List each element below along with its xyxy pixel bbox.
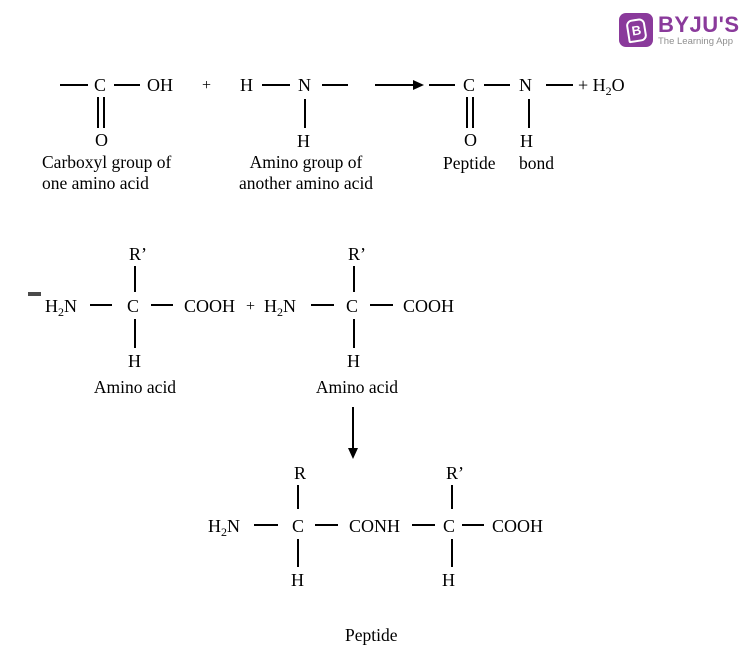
product-carbon: C [463, 75, 476, 95]
aa2-hydrogen: H [347, 351, 360, 371]
peptide-product-caption: Peptide [345, 625, 398, 645]
aa1-hydrogen: H [128, 351, 141, 371]
amino-caption-line1: Amino group of [249, 152, 363, 172]
single-bond [353, 319, 355, 348]
byjus-logo-icon: B [619, 13, 653, 47]
single-bond [134, 266, 136, 292]
single-bond [451, 539, 453, 567]
carboxyl-caption-line1: Carboxyl group of [42, 152, 172, 172]
down-arrow-head-icon [348, 448, 358, 459]
aa2-h2n-n: N [283, 296, 296, 316]
plus-sign: + [202, 77, 212, 94]
product-oxygen: O [464, 130, 477, 150]
aa2-h2n-group: H2N [264, 296, 296, 319]
carboxyl-oxygen: O [95, 130, 108, 150]
byjus-logo-letter: B [624, 17, 648, 43]
peptide-h2n-h: H [208, 516, 221, 536]
aa1-h2n-h: H [45, 296, 58, 316]
single-bond [315, 524, 338, 526]
aa1-h2n-n: N [64, 296, 77, 316]
byjus-brand-name: BYJU'S [658, 12, 740, 37]
aa2-cooh-group: COOH [403, 296, 455, 316]
aa2-alpha-carbon: C [346, 296, 359, 316]
peptide-r-right: R’ [446, 463, 464, 483]
plus-sign: + [246, 298, 256, 315]
single-bond [429, 84, 455, 86]
carboxyl-oh: OH [147, 75, 173, 95]
single-bond [60, 84, 88, 86]
peptide-h2n-subscript: 2 [221, 525, 227, 539]
double-bond [97, 97, 105, 128]
single-bond [546, 84, 573, 86]
peptide-hydrogen-2: H [442, 570, 455, 590]
aa2-caption: Amino acid [315, 377, 399, 397]
single-bond [254, 524, 278, 526]
single-bond [353, 266, 355, 292]
water-molecule: + H2O [578, 75, 625, 98]
water-subscript: 2 [605, 84, 612, 98]
peptide-h2n-group: H2N [208, 516, 240, 539]
aa1-r-group: R’ [129, 244, 147, 264]
water-plus-h: + H [578, 75, 606, 95]
single-bond [151, 304, 173, 306]
aa1-h2n-group: H2N [45, 296, 77, 319]
single-bond [462, 524, 484, 526]
single-bond [262, 84, 290, 86]
amino-caption-line2: another amino acid [238, 173, 374, 193]
double-bond [466, 97, 474, 128]
single-bond [412, 524, 435, 526]
water-oxygen: O [611, 75, 625, 95]
aa1-h2n-subscript: 2 [58, 305, 64, 319]
aa1-alpha-carbon: C [127, 296, 140, 316]
peptide-hydrogen-1: H [291, 570, 304, 590]
aa1-cooh-group: COOH [184, 296, 236, 316]
carboxyl-caption: Carboxyl group of one amino acid [42, 152, 171, 194]
aa2-h2n-subscript: 2 [277, 305, 283, 319]
aa2-h2n-h: H [264, 296, 277, 316]
single-bond [322, 84, 348, 86]
single-bond [114, 84, 140, 86]
amino-hydrogen-below: H [297, 131, 310, 151]
aa2-r-group: R’ [348, 244, 366, 264]
byjus-tagline: The Learning App [658, 36, 734, 47]
aa1-caption: Amino acid [93, 377, 177, 397]
down-arrow-icon [352, 407, 354, 449]
amino-caption: Amino group of another amino acid [227, 152, 385, 194]
product-nitrogen: N [519, 75, 532, 95]
bond-caption: bond [519, 153, 554, 173]
peptide-carbon-1: C [292, 516, 305, 536]
single-bond [528, 99, 530, 128]
byjus-logo: B BYJU'S The Learning App [619, 13, 740, 47]
byjus-logo-text: BYJU'S The Learning App [658, 13, 740, 47]
single-bond [134, 319, 136, 348]
carboxyl-caption-line2: one amino acid [42, 173, 149, 193]
right-arrow-icon [375, 84, 415, 86]
peptide-conh-group: CONH [349, 516, 401, 536]
superscript-dash [28, 292, 41, 296]
peptide-caption: Peptide [443, 153, 496, 173]
single-bond [90, 304, 112, 306]
product-hydrogen: H [520, 131, 533, 151]
peptide-cooh-group: COOH [492, 516, 544, 536]
peptide-r-left: R [294, 463, 307, 483]
peptide-h2n-n: N [227, 516, 240, 536]
single-bond [451, 485, 453, 509]
carboxyl-carbon: C [94, 75, 107, 95]
single-bond [311, 304, 334, 306]
peptide-carbon-2: C [443, 516, 456, 536]
single-bond [297, 485, 299, 509]
single-bond [304, 99, 306, 128]
single-bond [370, 304, 393, 306]
amino-hydrogen-left: H [240, 75, 253, 95]
right-arrow-head-icon [413, 80, 424, 90]
single-bond [297, 539, 299, 567]
single-bond [484, 84, 510, 86]
amino-nitrogen: N [298, 75, 311, 95]
